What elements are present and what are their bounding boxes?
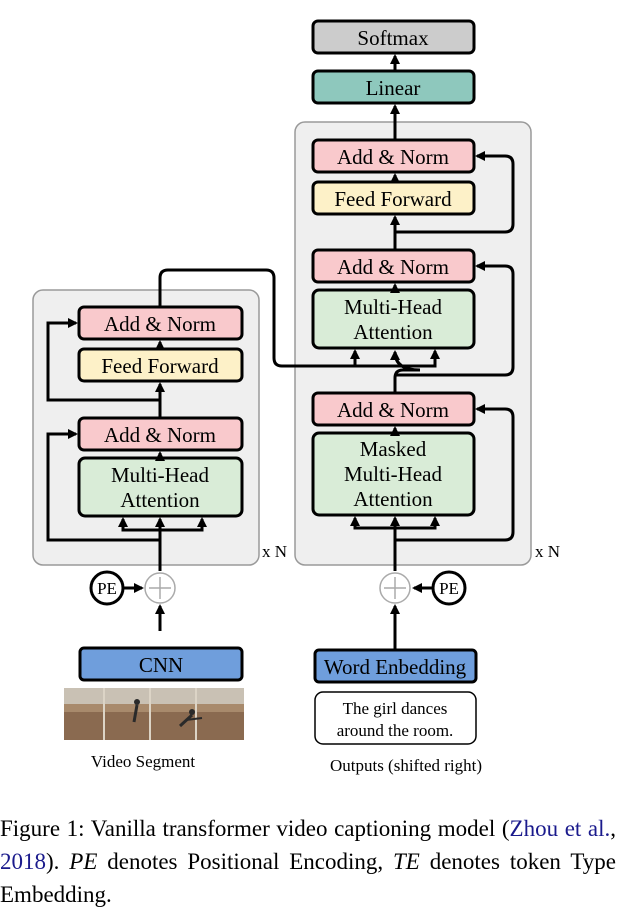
caption-lead: Figure 1: Vanilla transformer video capt… <box>0 816 510 841</box>
encoder-pe-badge: PE <box>89 570 125 606</box>
svg-text:Linear: Linear <box>366 76 421 100</box>
decoder-multi-head-attention: Multi-Head Attention <box>311 288 476 350</box>
decoder-feed-forward: Feed Forward <box>311 180 476 216</box>
svg-text:Add & Norm: Add & Norm <box>104 423 216 447</box>
encoder-add-norm-top: Add & Norm <box>77 305 244 341</box>
svg-text:Multi-Head: Multi-Head <box>344 462 442 486</box>
caption-pe-text: denotes Positional Encoding, <box>97 849 393 874</box>
transformer-diagram: Add & Norm Feed Forward Add & Norm Multi… <box>32 19 560 775</box>
decoder-add-symbol <box>379 572 411 604</box>
svg-text:PE: PE <box>439 579 459 598</box>
svg-text:Softmax: Softmax <box>357 26 429 50</box>
svg-text:Feed Forward: Feed Forward <box>101 354 219 378</box>
encoder-feed-forward: Feed Forward <box>77 347 244 383</box>
caption-mid: ). <box>46 849 70 874</box>
encoder-add-symbol <box>144 572 176 604</box>
svg-text:Multi-Head: Multi-Head <box>111 463 209 487</box>
svg-text:Add & Norm: Add & Norm <box>337 398 449 422</box>
decoder-repeat-label: x N <box>535 542 560 561</box>
svg-text:Feed Forward: Feed Forward <box>334 187 452 211</box>
encoder-multi-head-attention: Multi-Head Attention <box>77 456 244 518</box>
svg-text:Add & Norm: Add & Norm <box>337 145 449 169</box>
decoder-word-embedding: Word Enbedding <box>313 648 478 684</box>
svg-text:CNN: CNN <box>139 653 183 677</box>
svg-text:Add & Norm: Add & Norm <box>337 255 449 279</box>
outputs-label: Outputs (shifted right) <box>330 756 482 775</box>
encoder-repeat-label: x N <box>262 542 287 561</box>
video-segment-label: Video Segment <box>91 752 196 771</box>
citation-author-link[interactable]: Zhou et al. <box>509 816 611 841</box>
encoder-add-norm-bottom: Add & Norm <box>77 416 244 452</box>
output-sentence-box: The girl dances around the room. <box>314 691 477 745</box>
decoder-add-norm-top: Add & Norm <box>311 138 476 174</box>
caption-te-term: TE <box>393 849 420 874</box>
figure-caption: Figure 1: Vanilla transformer video capt… <box>0 812 616 911</box>
svg-text:Attention: Attention <box>120 488 200 512</box>
decoder-pe-badge: PE <box>431 570 467 606</box>
svg-text:around the room.: around the room. <box>337 721 454 740</box>
caption-te-text: denotes token Type Embedding. <box>0 849 617 907</box>
decoder-linear: Linear <box>311 69 476 105</box>
decoder-masked-multi-head-attention: Masked Multi-Head Attention <box>311 431 476 517</box>
decoder-connections <box>350 54 515 651</box>
caption-pe-term: PE <box>69 849 98 874</box>
caption-cite-sep: , <box>610 816 617 841</box>
svg-text:Add & Norm: Add & Norm <box>104 312 216 336</box>
svg-text:Word Enbedding: Word Enbedding <box>324 655 467 679</box>
decoder-add-norm-bottom: Add & Norm <box>311 391 476 427</box>
svg-text:PE: PE <box>97 579 117 598</box>
svg-text:Attention: Attention <box>353 320 433 344</box>
svg-text:The girl dances: The girl dances <box>343 699 448 718</box>
decoder-softmax: Softmax <box>311 19 476 55</box>
encoder-connections <box>46 268 440 631</box>
citation-year-link[interactable]: 2018 <box>0 849 46 874</box>
svg-text:Masked: Masked <box>360 437 427 461</box>
svg-text:Multi-Head: Multi-Head <box>344 295 442 319</box>
svg-text:Attention: Attention <box>353 487 433 511</box>
video-frames-image <box>64 688 244 740</box>
decoder-add-norm-mid: Add & Norm <box>311 248 476 284</box>
encoder-cnn: CNN <box>78 646 244 682</box>
